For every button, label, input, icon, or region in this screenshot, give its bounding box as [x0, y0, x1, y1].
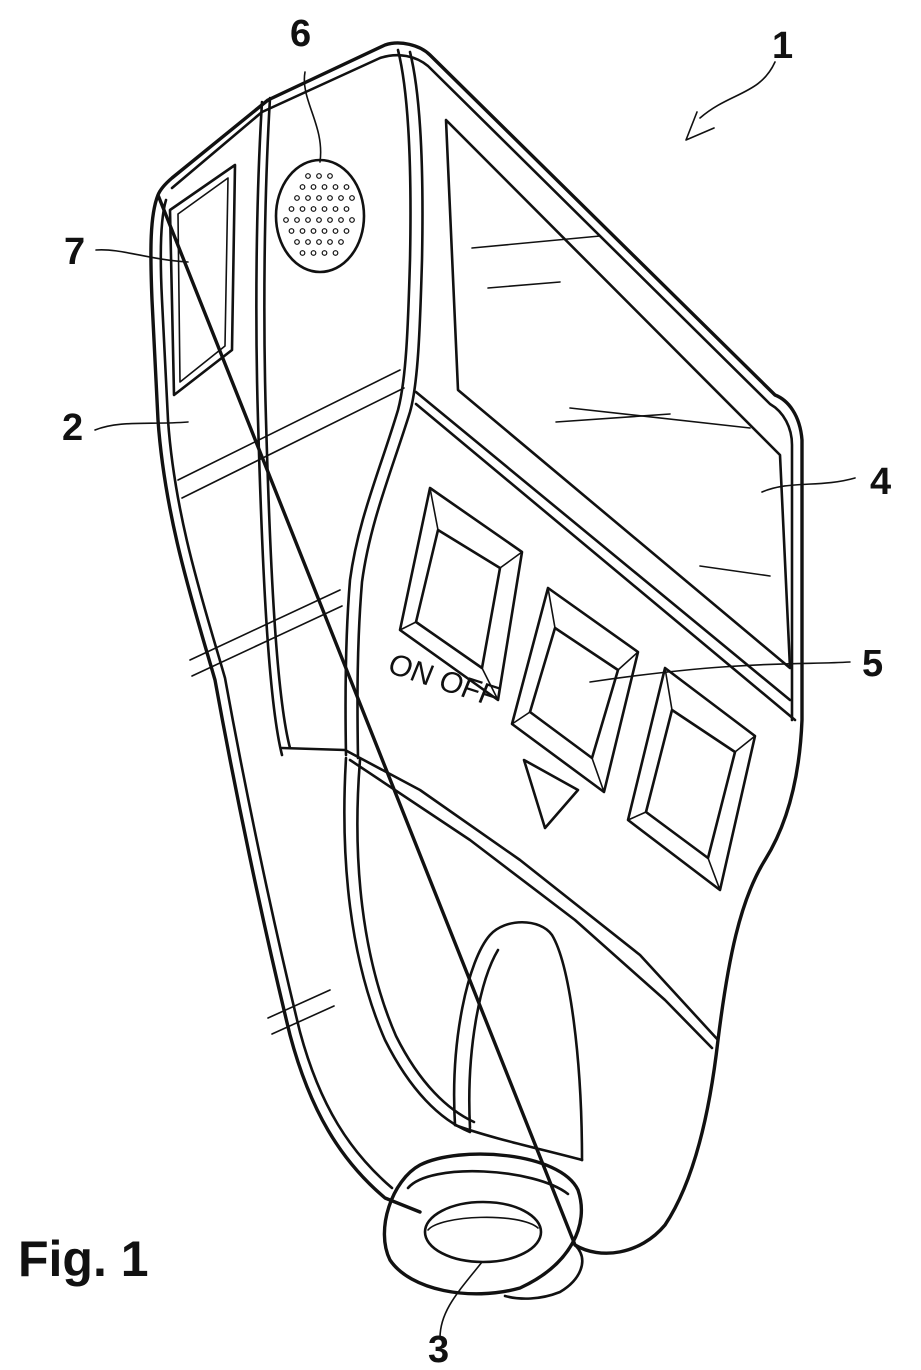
speaker-hole: [333, 251, 338, 256]
speaker-hole: [339, 240, 344, 245]
speaker-hole: [311, 229, 316, 234]
speaker-hole: [322, 207, 327, 212]
speaker-grille: [276, 160, 364, 272]
speaker-hole: [306, 174, 311, 179]
speaker-hole: [317, 240, 322, 245]
speaker-hole: [311, 185, 316, 190]
sensor-nose: [454, 922, 582, 1160]
speaker-hole: [333, 185, 338, 190]
speaker-hole: [322, 185, 327, 190]
speaker-hole: [306, 240, 311, 245]
speaker-holes: [284, 174, 355, 256]
sensor-head: [384, 1154, 582, 1299]
speaker-hole: [300, 251, 305, 256]
ref-5: 5: [862, 643, 883, 685]
speaker-hole: [306, 196, 311, 201]
speaker-hole: [322, 251, 327, 256]
ref-1: 1: [772, 25, 793, 67]
speaker-hole: [311, 251, 316, 256]
speaker-hole: [306, 218, 311, 223]
housing-outline: [151, 43, 802, 1253]
ref-7: 7: [64, 231, 85, 273]
speaker-hole: [328, 218, 333, 223]
speaker-hole: [317, 218, 322, 223]
speaker-hole: [295, 240, 300, 245]
speaker-hole: [328, 240, 333, 245]
speaker-hole: [289, 207, 294, 212]
speaker-hole: [317, 196, 322, 201]
device-body: [151, 43, 802, 1253]
speaker-hole: [333, 207, 338, 212]
speaker-hole: [333, 229, 338, 234]
ref-6: 6: [290, 13, 311, 55]
speaker-hole: [344, 185, 349, 190]
speaker-hole: [311, 207, 316, 212]
ref-3: 3: [428, 1329, 449, 1370]
speaker-hole: [317, 174, 322, 179]
arrow-triangle-icon: [524, 760, 578, 828]
speaker-hole: [339, 218, 344, 223]
speaker-hole: [284, 218, 289, 223]
figure-label: Fig. 1: [18, 1231, 149, 1287]
speaker-hole: [300, 229, 305, 234]
speaker-hole: [300, 207, 305, 212]
speaker-hole: [350, 196, 355, 201]
speaker-hole: [300, 185, 305, 190]
ref-2: 2: [62, 407, 83, 449]
speaker-hole: [328, 174, 333, 179]
speaker-hole: [344, 229, 349, 234]
speaker-hole: [295, 218, 300, 223]
speaker-hole: [289, 229, 294, 234]
button-third[interactable]: [628, 668, 755, 890]
ref-4: 4: [870, 461, 891, 503]
button-arrow[interactable]: [512, 588, 638, 792]
on-off-label: ON OFF: [383, 648, 503, 714]
speaker-hole: [350, 218, 355, 223]
speaker-hole: [339, 196, 344, 201]
speaker-hole: [322, 229, 327, 234]
speaker-hole: [344, 207, 349, 212]
speaker-hole: [328, 196, 333, 201]
speaker-hole: [295, 196, 300, 201]
